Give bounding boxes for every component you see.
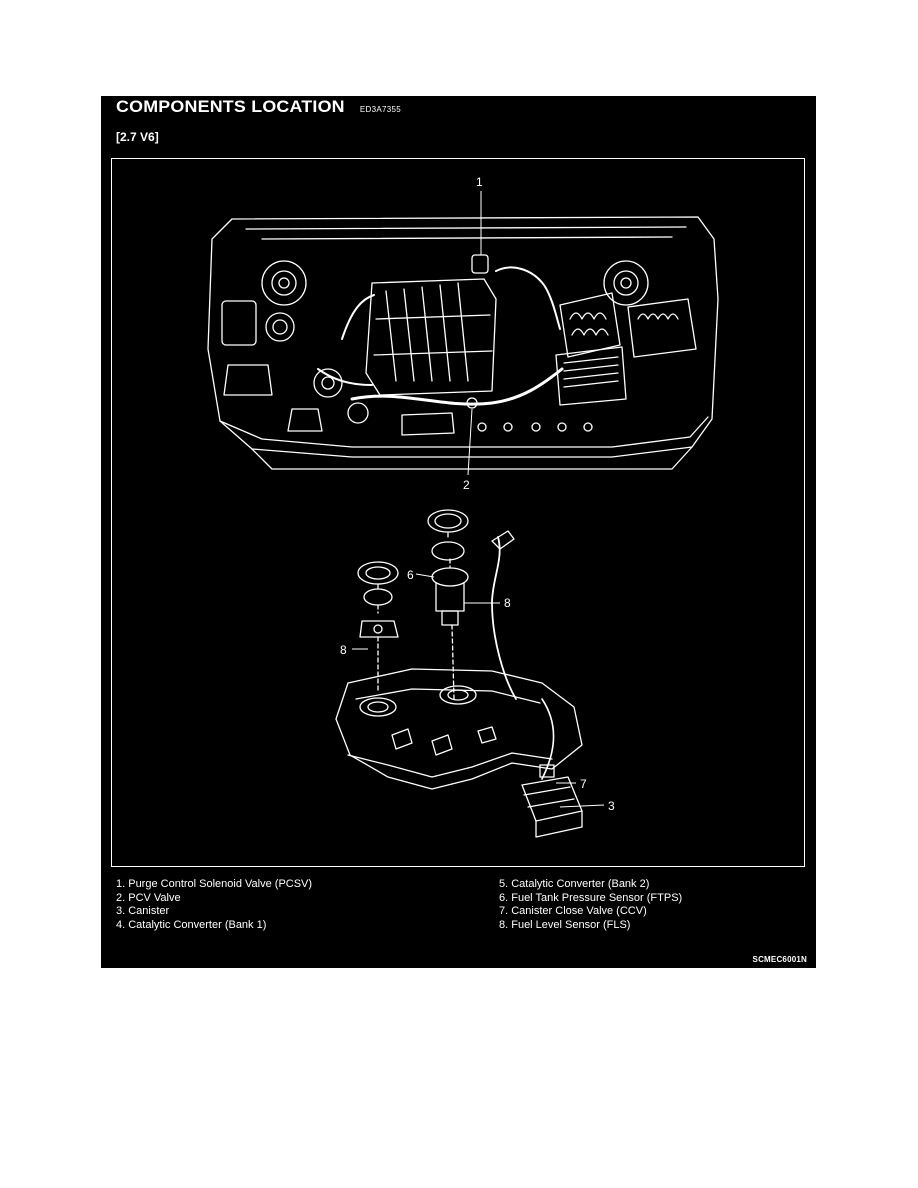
legend-item: 1. Purge Control Solenoid Valve (PCSV): [116, 878, 313, 890]
callout-6: 6: [407, 568, 414, 582]
callout-7: 7: [580, 777, 587, 791]
legend-column-left: 1. Purge Control Solenoid Valve (PCSV) 2…: [116, 878, 312, 932]
callout-8-right: 8: [504, 596, 511, 610]
leader-lines: [352, 191, 605, 808]
legend-item: 4. Catalytic Converter (Bank 1): [116, 918, 267, 931]
section-code: ED3A7355: [359, 105, 401, 114]
section-title: COMPONENTS LOCATION: [116, 97, 345, 116]
callout-2: 2: [463, 478, 470, 492]
engine-bay-illustration: [207, 216, 719, 470]
legend-item: 8. Fuel Level Sensor (FLS): [499, 918, 631, 931]
figure-code: SCMEC6001N: [752, 955, 807, 964]
legend-column-right: 5. Catalytic Converter (Bank 2) 6. Fuel …: [499, 878, 682, 932]
section-heading: COMPONENTS LOCATION ED3A7355: [116, 97, 401, 121]
engine-variant-label: [2.7 V6]: [116, 130, 159, 144]
callout-3: 3: [608, 799, 615, 813]
components-illustration: 1 2 6 8 8 7 3: [207, 175, 719, 838]
legend-item: 7. Canister Close Valve (CCV): [499, 905, 647, 917]
legend-item: 3. Canister: [116, 905, 170, 917]
legend-item: 6. Fuel Tank Pressure Sensor (FTPS): [499, 891, 683, 904]
legend-item: 2. PCV Valve: [116, 891, 181, 904]
components-location-panel: COMPONENTS LOCATION ED3A7355 [2.7 V6]: [101, 96, 816, 968]
fuel-tank-illustration: [335, 509, 583, 838]
legend-item: 5. Catalytic Converter (Bank 2): [499, 878, 650, 890]
callout-8-left: 8: [340, 643, 347, 657]
callout-1: 1: [476, 175, 483, 189]
components-figure: 1 2 6 8 8 7 3: [111, 158, 805, 867]
